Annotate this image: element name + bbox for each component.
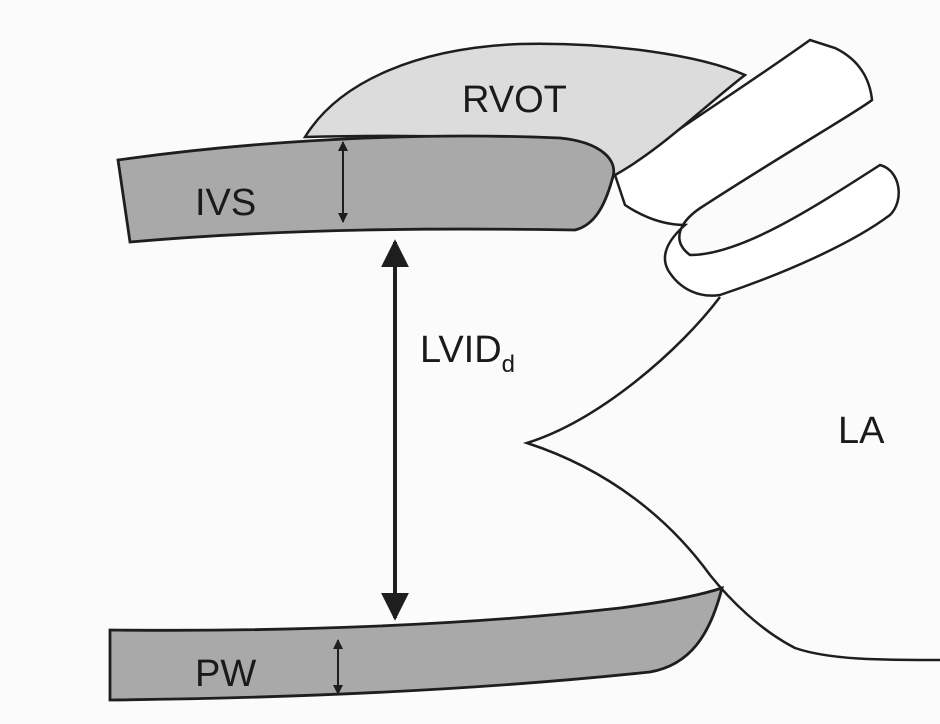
lvid-label-main: LVID [420, 329, 502, 371]
lv-la-outline [522, 296, 940, 662]
lvid-label: LVIDd [420, 329, 515, 378]
pw-label: PW [195, 653, 256, 695]
ivs-label: IVS [195, 182, 256, 224]
aortic-root-outline [613, 38, 900, 297]
ivs-band [116, 134, 615, 244]
lvid-label-subscript: d [502, 351, 515, 378]
la-label: LA [838, 410, 885, 452]
pw-band [108, 585, 724, 702]
rvot-label: RVOT [462, 79, 567, 121]
